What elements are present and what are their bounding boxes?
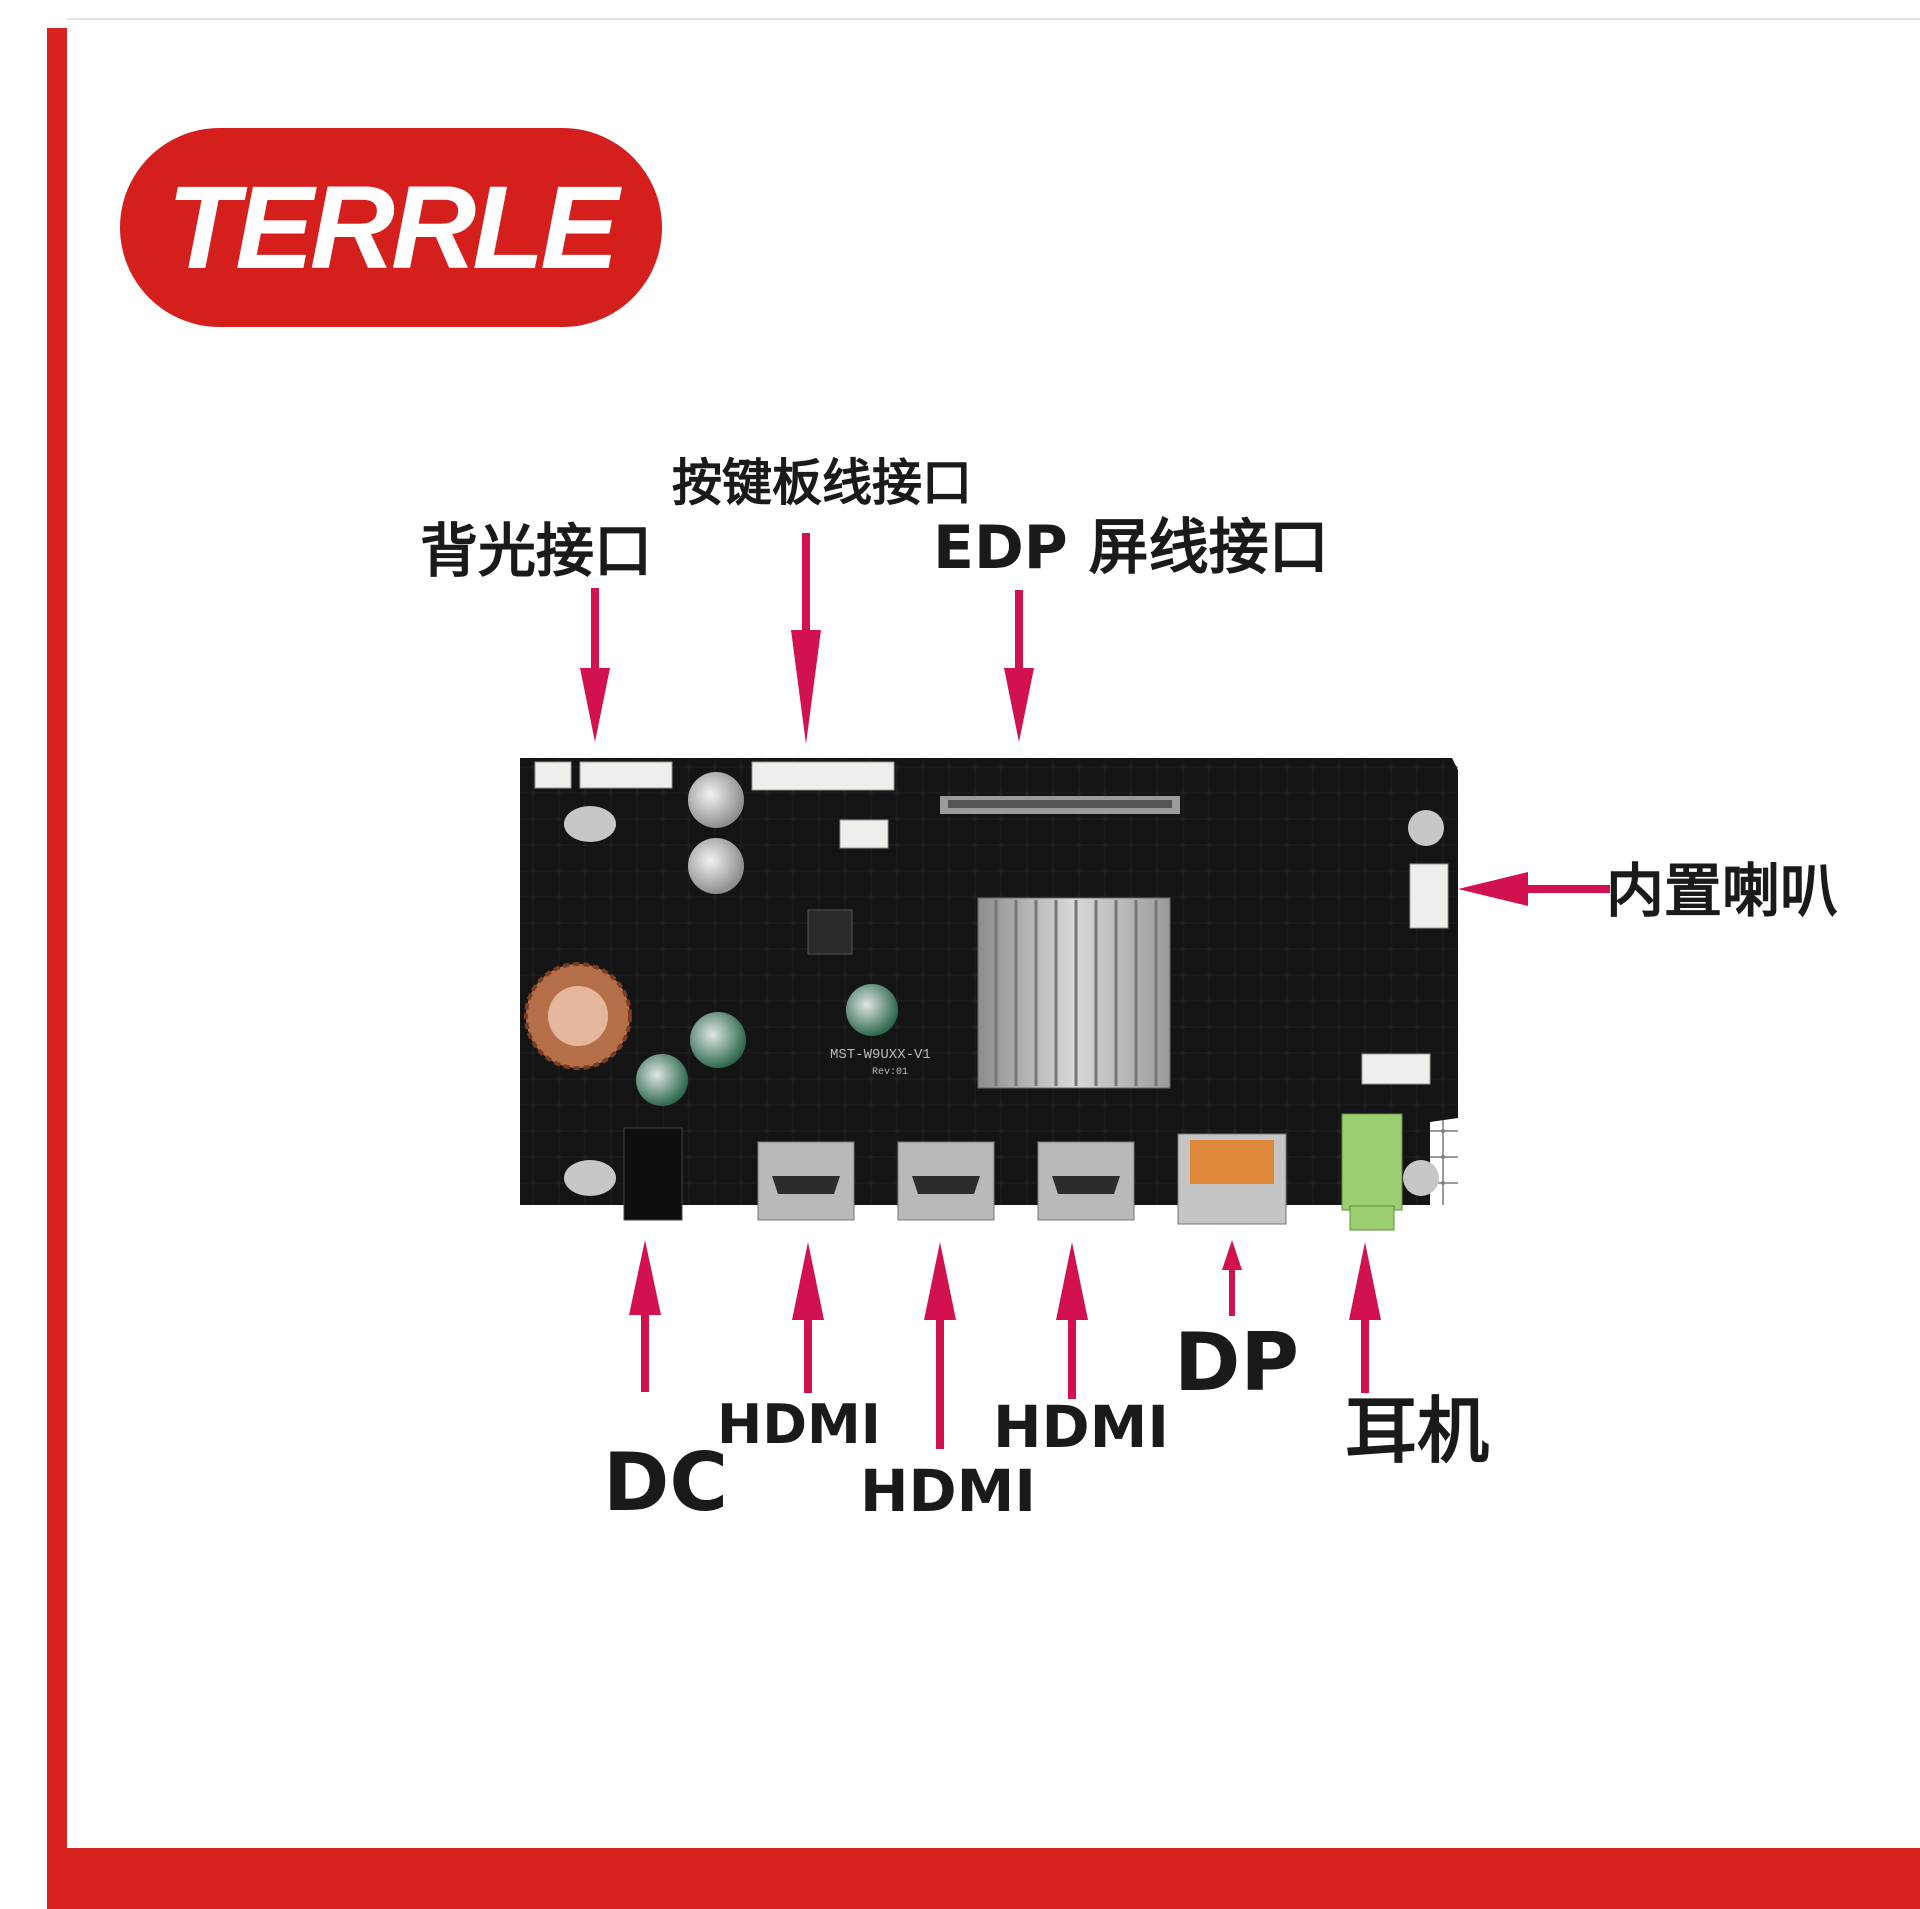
label-earphone: 耳机 <box>1345 1389 1490 1473</box>
displayport-port <box>1177 1133 1287 1225</box>
arrow-edp-down-icon <box>1004 590 1034 742</box>
hdmi-port-2 <box>897 1141 995 1221</box>
top-divider-line <box>67 18 1920 20</box>
label-speaker: 内置喇叭 <box>1606 857 1839 925</box>
heatsink <box>977 897 1171 1089</box>
frame-bottom-bar <box>47 1848 1920 1909</box>
mounting-hole <box>564 806 1444 1196</box>
arrow-earphone-up-icon <box>1349 1242 1381 1393</box>
inductor-coil <box>524 962 632 1070</box>
label-backlight: 背光接口 <box>420 517 653 585</box>
brand-logo: TERRLE <box>120 128 662 327</box>
arrow-hdmi3-up-icon <box>1056 1242 1088 1399</box>
board-rev-text: Rev:01 <box>872 1067 908 1078</box>
capacitor <box>636 772 898 1106</box>
arrow-dp-up-icon <box>1222 1240 1242 1316</box>
label-hdmi-3: HDMI <box>993 1393 1169 1461</box>
arrow-hdmi1-up-icon <box>792 1242 824 1393</box>
dc-jack-port <box>623 1127 683 1221</box>
arrow-speaker-left-icon <box>1458 872 1610 906</box>
label-dc: DC <box>603 1436 729 1529</box>
frame-left-bar <box>47 28 67 1909</box>
arrow-keypad-down-icon <box>791 533 821 744</box>
board-model-text: MST-W9UXX-V1 <box>830 1047 931 1063</box>
arrow-hdmi2-up-icon <box>924 1242 956 1449</box>
label-hdmi-2: HDMI <box>860 1457 1036 1525</box>
earphone-jack-port <box>1341 1113 1403 1231</box>
edp-connector <box>940 796 1180 814</box>
hdmi-port-1 <box>757 1141 855 1221</box>
label-edp: EDP 屏线接口 <box>933 513 1329 583</box>
label-hdmi-1: HDMI <box>717 1393 881 1456</box>
white-connector <box>1361 1053 1431 1085</box>
power-chip <box>807 909 853 955</box>
brand-logo-text: TERRLE <box>167 161 619 294</box>
label-dp: DP <box>1174 1316 1300 1409</box>
arrow-backlight-down-icon <box>580 588 610 742</box>
keypad-connector <box>751 761 895 849</box>
backlight-connector <box>534 761 673 789</box>
speaker-connector <box>1409 863 1449 929</box>
arrow-dc-up-icon <box>629 1240 661 1392</box>
label-keypad: 按键板线接口 <box>672 454 972 512</box>
hdmi-port-3 <box>1037 1141 1135 1221</box>
